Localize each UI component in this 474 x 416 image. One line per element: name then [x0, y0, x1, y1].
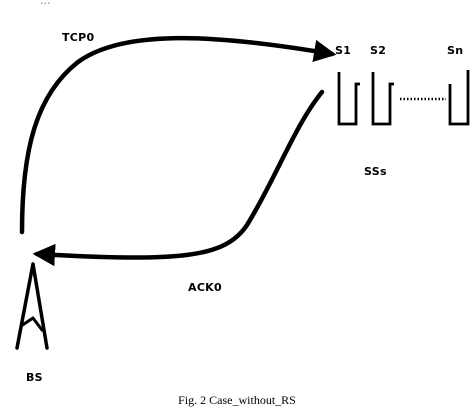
ss-group-label: SSs — [364, 165, 387, 178]
subscriber-station-s2 — [371, 72, 394, 126]
base-station-label: BS — [26, 371, 43, 384]
subscriber-station-s2-label: S2 — [370, 44, 386, 57]
ack-arrow — [32, 89, 325, 267]
tcp-arrow-label: TCP0 — [62, 31, 95, 44]
subscriber-station-sn — [448, 70, 470, 126]
figure-caption: Fig. 2 Case_without_RS — [178, 393, 296, 407]
subscriber-station-s1-label: S1 — [335, 44, 351, 57]
subscriber-station-s1 — [337, 72, 360, 126]
ack-arrow-label: ACK0 — [188, 281, 222, 294]
base-station-antenna-icon — [15, 262, 49, 350]
subscriber-station-sn-label: Sn — [447, 44, 463, 57]
cropped-heading-fragment: ... — [40, 0, 51, 8]
tcp-arrow — [19, 35, 337, 235]
